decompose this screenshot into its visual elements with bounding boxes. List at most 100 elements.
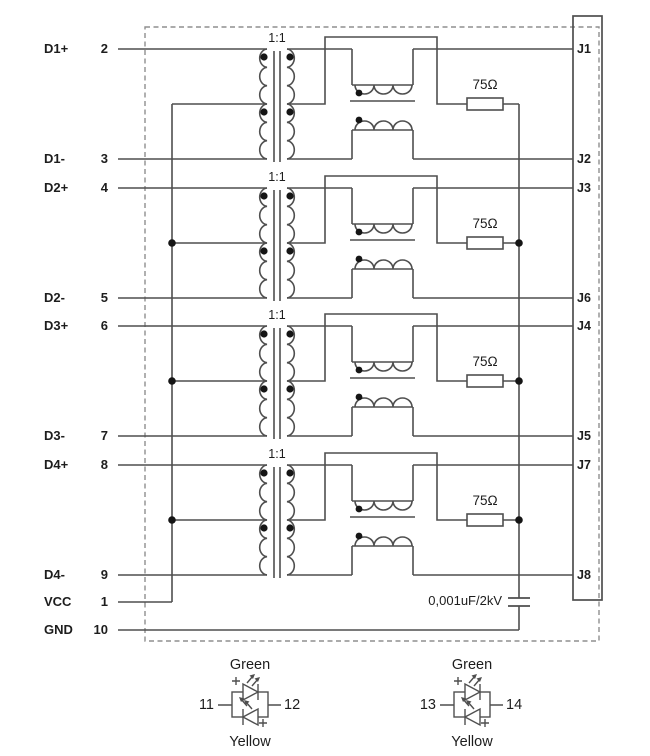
transformer-secondary-winding [286, 464, 296, 576]
resistor-value-1: 75Ω [472, 77, 498, 92]
connector-pin-j8: J8 [577, 568, 591, 582]
pin-label-vcc: VCC [44, 594, 72, 609]
led2-right-pin: 14 [506, 697, 523, 713]
module-dashed-border [144, 26, 600, 642]
pin-number-5: 5 [100, 290, 108, 305]
pin-number-6: 6 [100, 318, 108, 333]
connector-pin-j4: J4 [577, 319, 591, 333]
channel-2 [118, 175, 573, 301]
green-led-plus [232, 677, 240, 685]
channel-3 [118, 313, 573, 439]
yellow-led-triangle [241, 707, 259, 727]
pin-number-8: 8 [100, 457, 108, 472]
polarity-dots [260, 469, 363, 540]
channel-4 [118, 452, 573, 578]
common-mode-choke [350, 223, 415, 270]
yellow-led-plus [259, 719, 267, 727]
turns-ratio-2: 1:1 [268, 170, 286, 184]
polarity-dots [260, 53, 363, 124]
pin-label-d3p: D3+ [44, 318, 69, 333]
transformer-core [273, 51, 281, 162]
led1-bottom-color: Yellow [229, 734, 271, 750]
yellow-led-triangle [463, 707, 481, 727]
pin-number-4: 4 [100, 180, 108, 195]
gnd-line [118, 606, 520, 631]
yellow-led-plus [481, 719, 489, 727]
pin-number-1: 1 [100, 594, 108, 609]
pin-label-d2m: D2- [44, 290, 65, 305]
pin-label-d1m: D1- [44, 151, 65, 166]
junction-dots [168, 239, 523, 247]
connector-pin-j2: J2 [577, 152, 591, 166]
pin-label-d4m: D4- [44, 567, 65, 582]
led2-bottom-color: Yellow [451, 734, 493, 750]
led-pair-2 [440, 674, 503, 727]
transformer-secondary-winding [286, 325, 296, 437]
polarity-dots [260, 192, 363, 263]
resistor-value-3: 75Ω [472, 354, 498, 369]
transformer-primary-winding [258, 464, 268, 576]
led1-left-pin: 11 [198, 697, 214, 713]
pin-number-3: 3 [100, 151, 108, 166]
pin-label-d1p: D1+ [44, 41, 69, 56]
resistor-body [466, 97, 504, 111]
transformer-primary-winding [258, 187, 268, 299]
channel-1-wires [118, 36, 573, 160]
common-mode-choke [350, 84, 415, 131]
transformer-core [273, 467, 281, 578]
pin-number-9: 9 [100, 567, 108, 582]
channel-1 [118, 36, 573, 162]
resistor-body [466, 236, 504, 250]
green-led-triangle [464, 682, 482, 702]
transformer-primary-winding [258, 325, 268, 437]
led-pair-1 [218, 674, 281, 727]
channel-3-wires [118, 313, 573, 437]
common-mode-choke [350, 500, 415, 547]
transformer-secondary-winding [286, 187, 296, 299]
pin-number-7: 7 [100, 428, 108, 443]
connector-pin-j3: J3 [577, 181, 591, 195]
polarity-dots [260, 330, 363, 401]
pin-label-d3m: D3- [44, 428, 65, 443]
resistor-value-2: 75Ω [472, 216, 498, 231]
led1-right-pin: 12 [284, 697, 301, 713]
vcc-bus [118, 103, 267, 603]
transformer-core [273, 328, 281, 439]
green-led-plus [454, 677, 462, 685]
turns-ratio-1: 1:1 [268, 31, 286, 45]
green-led-triangle [242, 682, 260, 702]
led1-top-color: Green [229, 657, 271, 673]
pin-number-2: 2 [100, 41, 108, 56]
transformer-primary-winding [258, 48, 268, 160]
resistor-value-4: 75Ω [472, 493, 498, 508]
resistor-body [466, 374, 504, 388]
connector-pin-j1: J1 [577, 42, 591, 56]
pin-label-d4p: D4+ [44, 457, 69, 472]
led2-top-color: Green [451, 657, 493, 673]
turns-ratio-4: 1:1 [268, 447, 286, 461]
connector-pin-j7: J7 [577, 458, 591, 472]
connector-pin-j5: J5 [577, 429, 591, 443]
green-led-arrows [468, 674, 482, 687]
capacitor-value: 0,001uF/2kV [428, 593, 502, 608]
yellow-led-arrows [461, 697, 475, 710]
channel-4-wires [118, 452, 573, 576]
capacitor-plates [508, 597, 530, 607]
connector-pin-j6: J6 [577, 291, 591, 305]
junction-dots [168, 377, 523, 385]
turns-ratio-3: 1:1 [268, 308, 286, 322]
junction-dots [168, 516, 523, 524]
led2-left-pin: 13 [419, 697, 436, 713]
green-led-arrows [246, 674, 260, 687]
resistor-body [466, 513, 504, 527]
pin-label-d2p: D2+ [44, 180, 69, 195]
pin-label-gnd: GND [44, 622, 73, 637]
transformer-secondary-winding [286, 48, 296, 160]
yellow-led-arrows [239, 697, 253, 710]
connector-box [572, 15, 603, 601]
transformer-core [273, 190, 281, 301]
channel-2-wires [118, 175, 573, 299]
pin-number-10: 10 [93, 622, 108, 637]
